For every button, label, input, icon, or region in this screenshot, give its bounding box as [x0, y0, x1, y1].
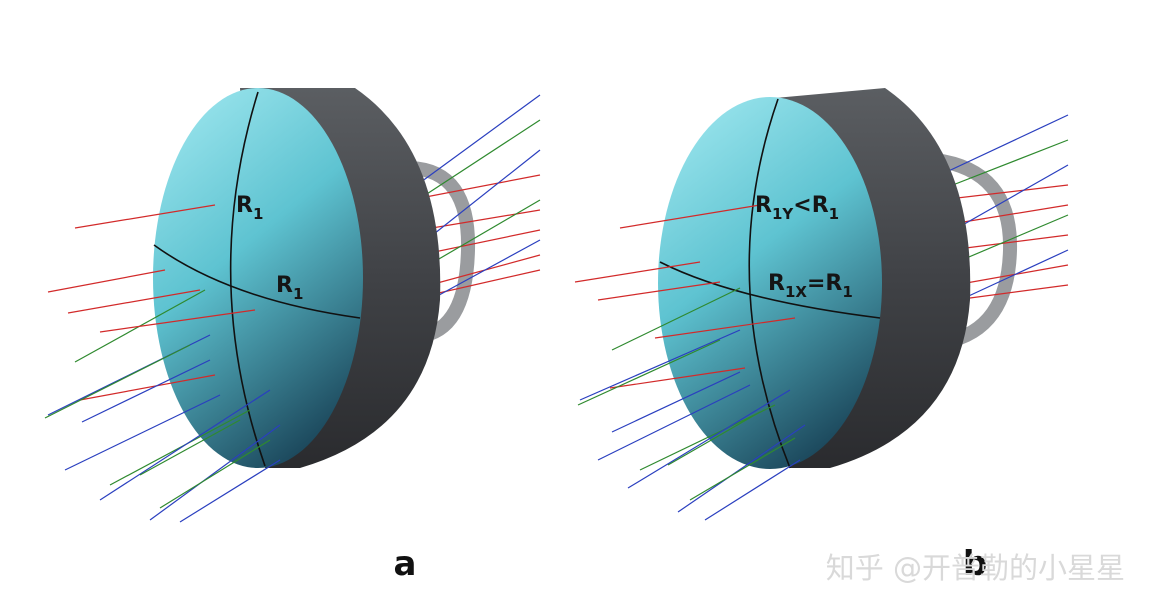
ring-mount [933, 153, 1018, 349]
label-vertical-radius: R1 [236, 193, 263, 223]
panel-a: R1 R1 a [44, 88, 541, 584]
ring-mount [409, 161, 476, 343]
incoming-rays [574, 204, 806, 521]
lens-face [658, 97, 882, 469]
incoming-rays [44, 204, 281, 523]
panel-b: R1Y<R1 R1X=R1 b [574, 88, 1069, 584]
label-horizontal-radius: R1 [276, 273, 303, 303]
exit-rays [939, 114, 1069, 301]
horizontal-meridian [659, 261, 881, 319]
caption-a: a [394, 544, 417, 584]
label-horizontal-radius: R1X=R1 [768, 271, 853, 301]
exit-rays [409, 94, 541, 301]
vertical-meridian [748, 98, 791, 469]
vertical-meridian [229, 91, 266, 467]
lens-face [153, 88, 363, 468]
watermark: 知乎 @开普勒的小星星 [826, 551, 1125, 585]
caption-b: b [963, 544, 987, 584]
label-vertical-radius: R1Y<R1 [755, 193, 839, 223]
horizontal-meridian [153, 244, 361, 319]
